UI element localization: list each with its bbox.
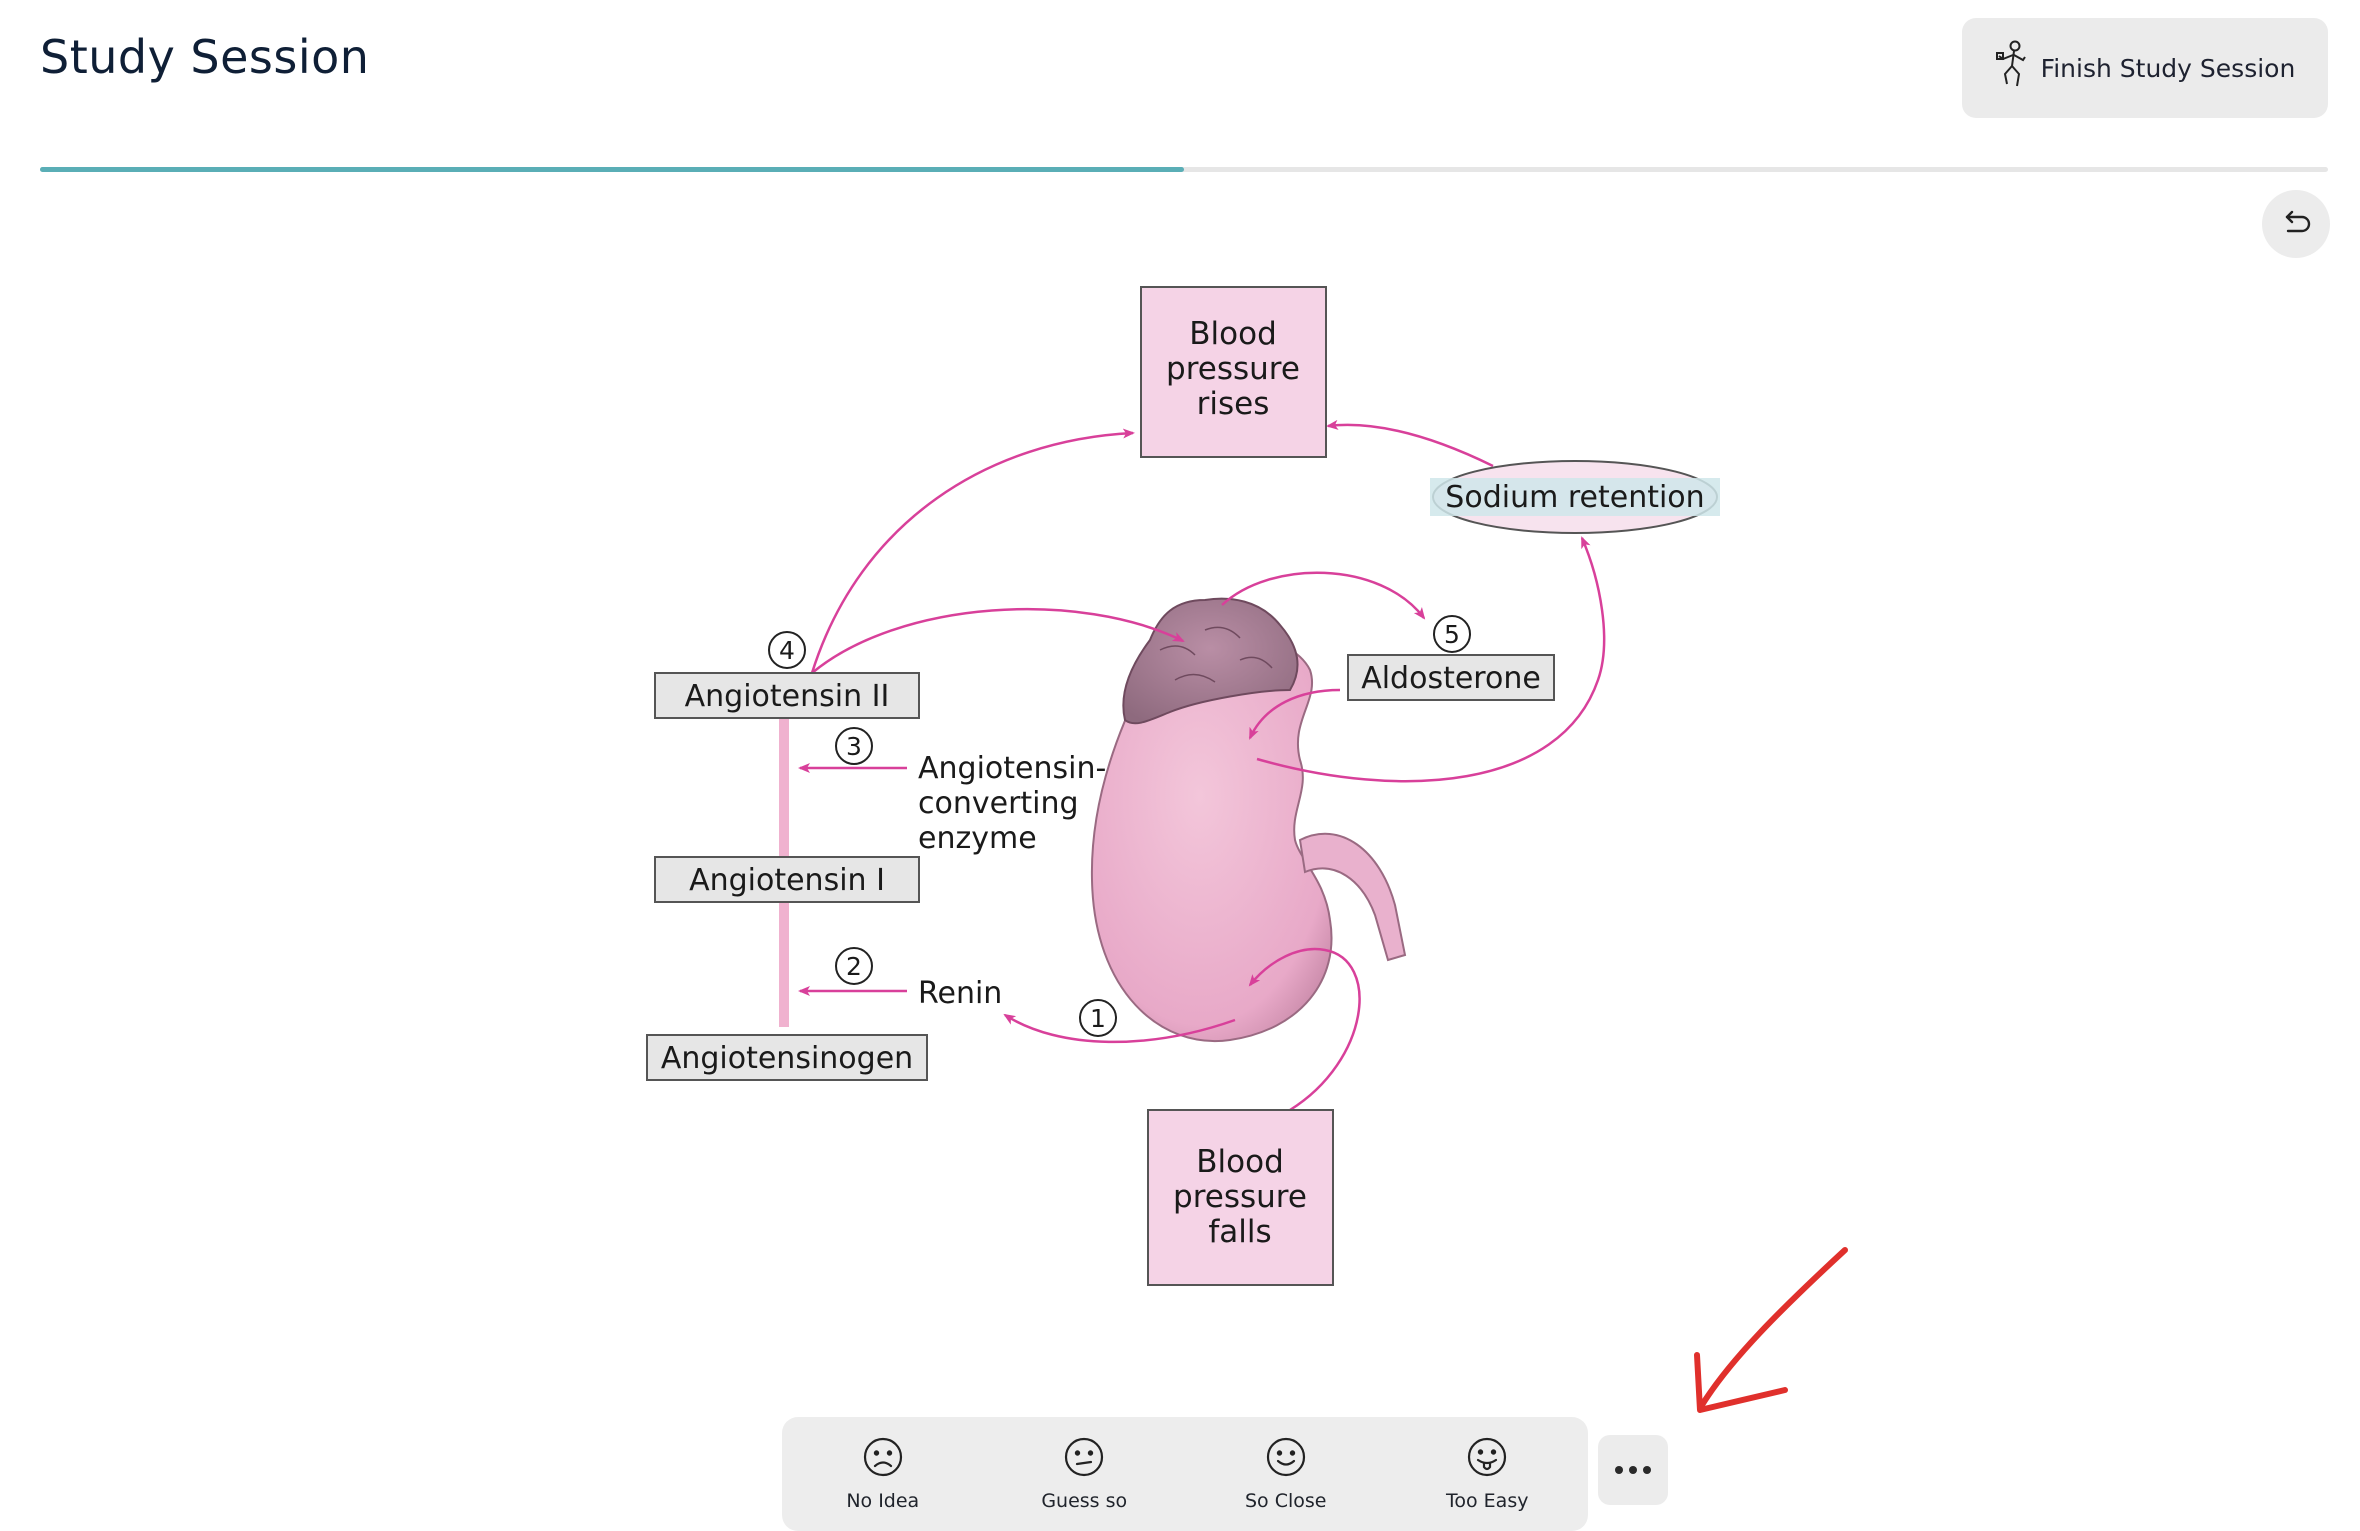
- ace-line-3: enzyme: [918, 821, 1037, 856]
- angiotensinogen-node: Angiotensinogen: [646, 1034, 928, 1081]
- sodium-retention-label: Sodium retention: [1445, 480, 1704, 515]
- step-2-label: 2: [846, 952, 862, 981]
- step-4-circle: [768, 631, 806, 669]
- rating-too-easy-button[interactable]: Too Easy: [1387, 1417, 1589, 1531]
- angiotensin-i-node: Angiotensin I: [654, 856, 920, 903]
- rating-label: Guess so: [1041, 1490, 1128, 1512]
- neutral-face-icon: [1063, 1436, 1105, 1482]
- bp-falls-line-2: pressure: [1173, 1179, 1307, 1215]
- aldosterone-label: Aldosterone: [1361, 661, 1541, 696]
- bp-falls-line-3: falls: [1208, 1214, 1271, 1250]
- page-title: Study Session: [40, 30, 370, 84]
- rating-no-idea-button[interactable]: No Idea: [782, 1417, 984, 1531]
- angiotensin-ii-label: Angiotensin II: [685, 679, 890, 714]
- step-1-label: 1: [1090, 1004, 1106, 1033]
- bp-rises-line-1: Blood: [1189, 316, 1277, 352]
- more-options-icon: [1629, 1466, 1637, 1474]
- bp-rises-line-3: rises: [1197, 386, 1270, 422]
- angiotensinogen-label: Angiotensinogen: [661, 1041, 913, 1076]
- bp-falls-box: Blood pressure falls: [1147, 1109, 1334, 1286]
- step-1-circle: [1079, 999, 1117, 1037]
- rating-bar: No Idea Guess so So Close: [782, 1417, 1588, 1531]
- finish-button-label: Finish Study Session: [2040, 53, 2296, 83]
- rating-label: No Idea: [846, 1490, 920, 1512]
- renin-label: Renin: [918, 976, 1002, 1011]
- more-options-icon: [1643, 1466, 1651, 1474]
- angiotensin-i-label: Angiotensin I: [689, 863, 885, 898]
- tongue-face-icon: [1466, 1436, 1508, 1482]
- angiotensin-ii-node: Angiotensin II: [654, 672, 920, 719]
- aldosterone-node: Aldosterone: [1347, 654, 1555, 701]
- sad-face-icon: [862, 1436, 904, 1482]
- more-options-button[interactable]: [1598, 1435, 1668, 1505]
- diagram-arrows: [798, 419, 1606, 1112]
- rating-label: Too Easy: [1446, 1490, 1529, 1512]
- adrenal-gland-illustration: [1122, 597, 1299, 725]
- bp-rises-box: Blood pressure rises: [1140, 286, 1327, 458]
- step-5-label: 5: [1444, 620, 1460, 649]
- step-5-circle: [1433, 615, 1471, 653]
- ace-label: Angiotensin- converting enzyme: [918, 751, 1106, 856]
- bp-rises-line-2: pressure: [1166, 351, 1300, 387]
- step-2-circle: [835, 947, 873, 985]
- person-running-icon: [1995, 40, 2029, 96]
- finish-study-session-button[interactable]: Finish Study Session: [1962, 18, 2328, 118]
- red-arrow-annotation: [1694, 1247, 1848, 1413]
- smile-face-icon: [1265, 1436, 1307, 1482]
- progress-fill: [40, 167, 1184, 172]
- kidney-illustration: [1090, 631, 1407, 1043]
- rating-so-close-button[interactable]: So Close: [1185, 1417, 1387, 1531]
- more-options-icon: [1615, 1466, 1623, 1474]
- undo-icon: [2278, 204, 2314, 244]
- step-3-circle: [835, 727, 873, 765]
- undo-button[interactable]: [2262, 190, 2330, 258]
- rating-guess-so-button[interactable]: Guess so: [984, 1417, 1186, 1531]
- sodium-retention-node: Sodium retention: [1430, 460, 1720, 534]
- progress-bar: [40, 167, 2328, 172]
- ace-line-1: Angiotensin-: [918, 751, 1106, 786]
- step-4-label: 4: [779, 636, 795, 665]
- bp-falls-line-1: Blood: [1196, 1144, 1284, 1180]
- step-3-label: 3: [846, 732, 862, 761]
- rating-label: So Close: [1245, 1490, 1327, 1512]
- ace-line-2: converting: [918, 786, 1079, 821]
